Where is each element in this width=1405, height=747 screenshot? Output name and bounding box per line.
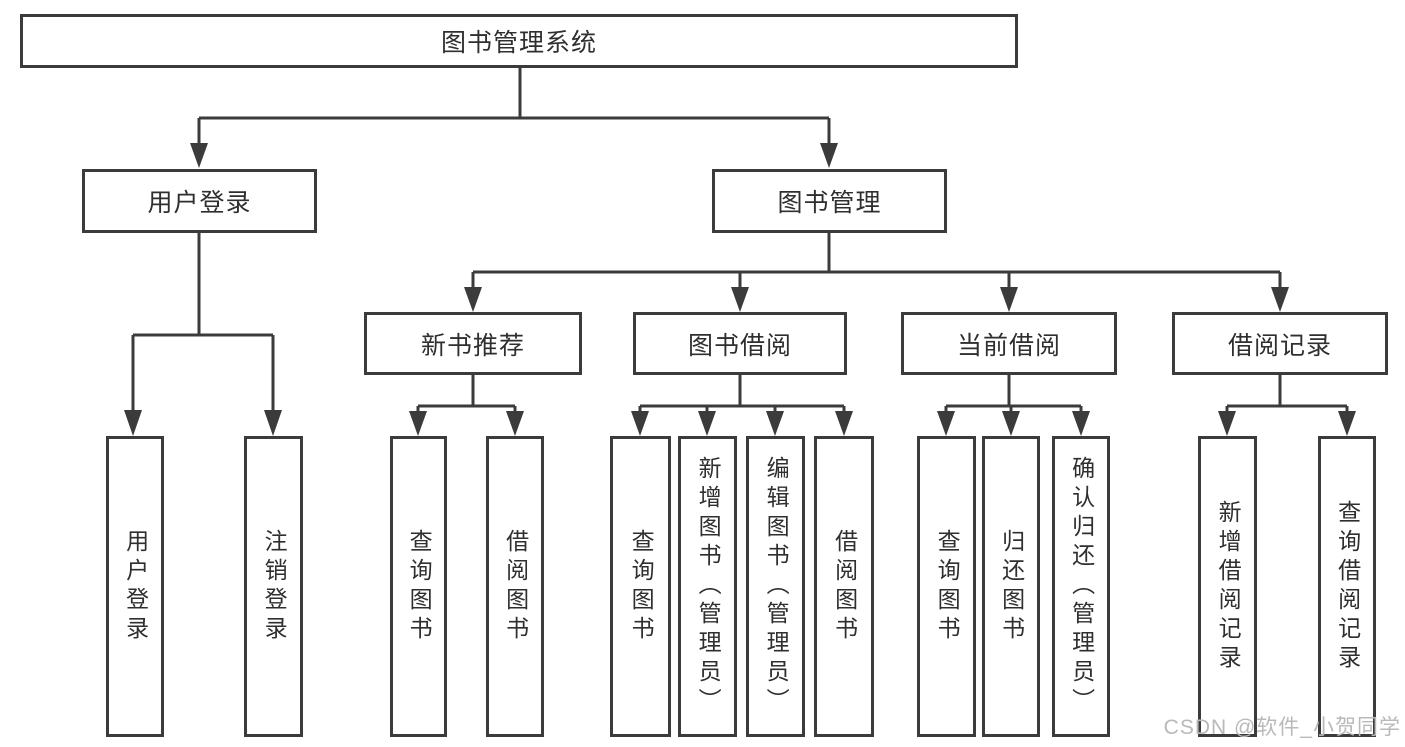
node-leaf-logout: 注销登录 bbox=[244, 436, 303, 737]
node-label: 注销登录 bbox=[261, 528, 288, 645]
node-leaf-borrow-books: 借阅图书 bbox=[814, 436, 874, 737]
node-label: 借阅图书 bbox=[831, 528, 858, 645]
node-label: 新增图书（管理员） bbox=[695, 456, 722, 717]
node-label: 图书借阅 bbox=[687, 331, 792, 360]
node-leaf-query-borrow-record: 查询借阅记录 bbox=[1318, 436, 1376, 737]
csdn-watermark: CSDN @软件_小贺同学 bbox=[1163, 716, 1401, 739]
connector-book-borrow-branch bbox=[638, 375, 846, 430]
node-label: 新书推荐 bbox=[420, 331, 525, 360]
node-book-management-module: 图书管理 bbox=[712, 169, 947, 233]
node-borrowing-records: 借阅记录 bbox=[1172, 312, 1388, 375]
connector-user-login-branch bbox=[131, 233, 275, 430]
node-new-book-recommend: 新书推荐 bbox=[364, 312, 582, 375]
arrowheads bbox=[124, 143, 1356, 436]
node-leaf-return-books: 归还图书 bbox=[982, 436, 1040, 737]
node-leaf-query-books-current: 查询图书 bbox=[917, 436, 976, 737]
node-leaf-confirm-return-admin: 确认归还（管理员） bbox=[1052, 436, 1110, 737]
node-label: 查询图书 bbox=[934, 528, 961, 645]
node-label: 查询借阅记录 bbox=[1334, 499, 1361, 674]
node-label: 查询图书 bbox=[406, 528, 433, 645]
node-current-borrowing: 当前借阅 bbox=[901, 312, 1117, 375]
node-label: 用户登录 bbox=[122, 528, 149, 645]
node-user-login-module: 用户登录 bbox=[82, 169, 317, 233]
node-label: 图书管理系统 bbox=[440, 29, 597, 57]
node-label: 确认归还（管理员） bbox=[1068, 456, 1095, 717]
connector-new-book-branch bbox=[416, 375, 517, 430]
connector-root-to-level2 bbox=[197, 67, 831, 162]
node-label: 图书管理 bbox=[777, 189, 882, 217]
node-label: 借阅图书 bbox=[502, 528, 529, 645]
node-leaf-query-books-recommend: 查询图书 bbox=[390, 436, 447, 737]
node-leaf-query-books-borrowing: 查询图书 bbox=[610, 436, 671, 737]
node-leaf-user-login: 用户登录 bbox=[106, 436, 164, 737]
node-root-system: 图书管理系统 bbox=[20, 14, 1018, 68]
node-label: 查询图书 bbox=[628, 528, 655, 645]
node-leaf-edit-books-admin: 编辑图书（管理员） bbox=[746, 436, 805, 737]
node-leaf-borrow-books-recommend: 借阅图书 bbox=[486, 436, 544, 737]
node-book-borrowing: 图书借阅 bbox=[633, 312, 847, 375]
node-label: 当前借阅 bbox=[956, 331, 1061, 360]
node-label: 新增借阅记录 bbox=[1215, 499, 1242, 674]
connector-borrow-records-branch bbox=[1225, 375, 1349, 430]
node-label: 用户登录 bbox=[147, 189, 252, 217]
node-leaf-add-books-admin: 新增图书（管理员） bbox=[678, 436, 737, 737]
node-label: 归还图书 bbox=[998, 528, 1025, 645]
node-label: 借阅记录 bbox=[1227, 331, 1332, 360]
connector-book-mgmt-to-level3 bbox=[471, 233, 1282, 306]
node-label: 编辑图书（管理员） bbox=[763, 456, 790, 717]
node-leaf-add-borrow-record: 新增借阅记录 bbox=[1198, 436, 1257, 737]
